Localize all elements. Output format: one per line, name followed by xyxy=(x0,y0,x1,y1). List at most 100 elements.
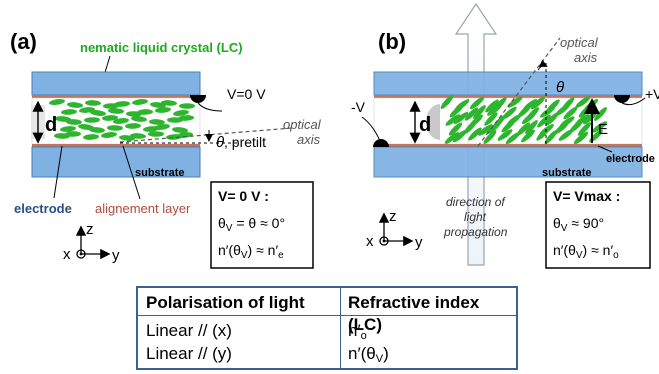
lc-molecule xyxy=(67,102,83,108)
header-polarisation: Polarisation of light xyxy=(146,293,305,312)
lc-molecule xyxy=(65,131,81,137)
lc-molecule xyxy=(113,118,129,124)
top-electrode-b xyxy=(374,95,642,98)
voltage-b-right: +V xyxy=(645,86,659,102)
lc-molecule xyxy=(61,109,77,115)
info-b-title: V= Vmax : xyxy=(553,188,620,204)
lc-molecule xyxy=(505,131,521,145)
lc-molecule xyxy=(178,115,194,121)
z-label-a: z xyxy=(86,221,94,238)
substrate-label-a: substrate xyxy=(135,167,185,179)
lc-molecule xyxy=(594,107,607,121)
lc-molecule xyxy=(172,127,188,133)
contact-wire-a xyxy=(197,102,223,112)
row1-polarisation: Linear // (x) xyxy=(146,321,232,340)
theta-a: θ xyxy=(216,134,224,151)
lc-molecule xyxy=(154,124,170,130)
lc-molecule xyxy=(530,96,546,110)
lc-molecule xyxy=(449,104,464,118)
lc-molecule xyxy=(464,120,477,134)
wire-b-right xyxy=(621,97,646,106)
lc-molecule xyxy=(60,126,76,132)
voltage-a: V=0 V xyxy=(227,86,266,102)
lc-molecule xyxy=(539,106,556,118)
y-label-b: y xyxy=(415,234,423,251)
top-glass-a xyxy=(31,71,201,96)
lc-molecule xyxy=(554,121,569,135)
row2-polarisation: Linear // (y) xyxy=(146,344,232,363)
header-refractive-index: Refractive index (LC) xyxy=(348,293,480,334)
lc-molecule xyxy=(468,127,482,141)
table-header-row: Polarisation of light Refractive index (… xyxy=(138,292,516,334)
y-label-a: y xyxy=(112,247,120,264)
lc-molecule xyxy=(444,132,460,144)
lc-molecule xyxy=(84,117,100,123)
optical-axis-a-l1: optical xyxy=(283,117,322,132)
lc-molecule xyxy=(90,110,106,116)
alignment-pointer-a xyxy=(122,145,141,200)
pretilt-a: , pretilt xyxy=(224,134,266,150)
lc-molecule xyxy=(591,121,608,133)
lc-title: nematic liquid crystal (LC) xyxy=(80,40,243,55)
info-b-line2: n′(θV) ≈ n′o xyxy=(553,242,619,261)
lc-molecule xyxy=(448,122,463,136)
info-a-title: V= 0 V : xyxy=(218,188,269,204)
lc-molecule xyxy=(132,99,148,105)
electrode-pointer-b xyxy=(597,145,613,153)
lc-molecules-a xyxy=(49,99,195,141)
lc-molecule xyxy=(483,130,497,144)
bottom-electrode-a xyxy=(32,144,200,147)
lc-molecule xyxy=(501,119,516,133)
optical-axis-b-l2: axis xyxy=(574,50,598,65)
lc-molecule xyxy=(555,104,570,116)
lc-molecule xyxy=(563,106,578,120)
lc-molecule xyxy=(107,125,123,131)
lc-molecule xyxy=(537,114,551,128)
lc-molecule xyxy=(497,129,513,141)
lc-molecule xyxy=(89,127,105,133)
lc-molecule xyxy=(114,101,130,107)
light-text-2: light xyxy=(464,210,487,224)
lc-molecule xyxy=(452,129,468,143)
lc-molecule xyxy=(484,112,498,126)
lc-molecule xyxy=(464,107,479,121)
lc-molecule xyxy=(161,100,177,106)
lc-molecule xyxy=(517,104,532,118)
polarisation-table: Polarisation of light Refractive index (… xyxy=(136,286,518,370)
lc-molecule xyxy=(502,106,517,120)
lc-molecule xyxy=(102,115,118,121)
light-text-1: direction of xyxy=(446,195,506,209)
alignment-label-a: alignement layer xyxy=(95,201,191,216)
lc-molecule xyxy=(445,114,461,126)
lc-molecule xyxy=(108,108,124,114)
x-label-b: x xyxy=(366,233,374,250)
lc-molecule xyxy=(558,129,574,141)
lc-molecule xyxy=(101,132,117,138)
lc-molecule xyxy=(525,120,538,134)
lc-molecule xyxy=(155,107,171,113)
bottom-glass-b xyxy=(373,146,643,178)
optical-axis-a-l2: axis xyxy=(297,132,321,147)
lc-molecule xyxy=(49,99,65,105)
z-label-b: z xyxy=(389,208,397,225)
optical-axis-b xyxy=(477,37,561,147)
table-row: Linear // (x) n′o xyxy=(138,320,516,342)
lc-molecule xyxy=(179,103,195,109)
electrode-label-a: electrode xyxy=(14,201,72,216)
lc-molecule xyxy=(66,119,82,125)
contact-a xyxy=(190,95,206,103)
lc-molecule xyxy=(487,104,502,116)
x-label-a: x xyxy=(63,246,71,263)
lc-molecule xyxy=(582,111,598,125)
bottom-electrode-b xyxy=(374,144,642,147)
lc-molecule xyxy=(131,116,147,122)
electrode-label-b: electrode xyxy=(606,153,655,165)
lc-molecule xyxy=(478,124,493,136)
lc-molecule xyxy=(577,122,592,136)
info-a-line1: θV = θ ≈ 0° xyxy=(218,215,285,234)
light-text-3: propagation xyxy=(443,225,508,239)
table-row: Linear // (y) n′(θV) xyxy=(138,343,516,365)
lc-molecule xyxy=(521,111,537,125)
lc-molecule xyxy=(177,132,193,138)
lc-molecule xyxy=(573,131,589,145)
